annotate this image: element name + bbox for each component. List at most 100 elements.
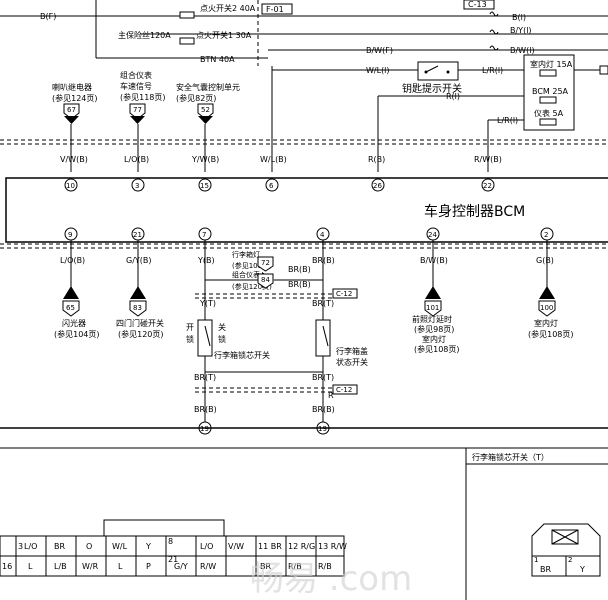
panel-title: 行李箱锁芯开关（T） [472, 452, 549, 462]
cell: G/Y [174, 562, 188, 571]
upper-pin-group: 喇叭继电器 (参见124页) 组合仪表 车速信号 (参见118页) 安全气囊控制… [0, 70, 608, 192]
main-fuse-label: 主保险丝 [118, 30, 150, 40]
c12-label: C-12 [336, 290, 352, 298]
ref-hex: 84 [257, 273, 274, 289]
conn-pin: 1 [534, 556, 538, 564]
fuse-icon [539, 96, 557, 104]
mid-text: BR(T) [312, 299, 334, 308]
grid-cells [15, 536, 317, 576]
fuse-icon [179, 11, 195, 19]
fuse-ign1-label: 点火开关1 30A [196, 30, 252, 40]
ref-hex: 72 [257, 256, 274, 272]
cell: 13 R/W [318, 542, 347, 551]
bwl-label: B/W(l) [510, 46, 535, 55]
svg-text:65: 65 [66, 304, 75, 312]
mid-text: BR(B) [194, 405, 217, 414]
svg-text:15: 15 [200, 182, 209, 190]
cell: P [146, 562, 151, 571]
lr2-label: L/R(l) [497, 116, 518, 125]
mid-text: 状态开关 [336, 357, 368, 367]
key-switch-box [417, 61, 459, 81]
main-fuse-amp: 120A [150, 31, 171, 40]
mid-text: (参见108页) [232, 261, 272, 270]
cell: V/W [228, 542, 244, 551]
trunk-switch-area: 行李箱灯 (参见108页) 组合仪表 (参见120页) 72 84 BR(B) … [0, 250, 608, 435]
cell: W/R [82, 562, 99, 571]
top-power-section: B(F) 点火开关2 40A 点火开关1 30A 主保险丝 120A BTN 4… [0, 0, 608, 66]
cell: Y [145, 542, 151, 551]
lower-pin-group: 9 21 7 4 24 2 L/O(B) G/Y(B) Y(B) BR(B) B… [0, 227, 608, 354]
svg-text:21: 21 [133, 231, 142, 239]
key-switch-label: 钥匙提示开关 [402, 82, 462, 95]
lower-wire: B/W(B) [420, 256, 448, 265]
ref-hex: 77 [129, 103, 146, 124]
bl-label: B(l) [512, 13, 526, 22]
svg-text:19: 19 [318, 425, 327, 433]
cell: L/O [200, 542, 213, 551]
upper-desc: 安全气囊控制单元 [176, 82, 240, 92]
svg-text:24: 24 [428, 231, 437, 239]
conn-wire: BR [540, 565, 551, 574]
mid-text: 开 [186, 323, 194, 332]
mid-text: 组合仪表 [232, 270, 260, 279]
cell: 12 R/G [288, 542, 315, 551]
cell: 3 [18, 542, 23, 551]
svg-text:83: 83 [133, 304, 142, 312]
lower-wire: L/O(B) [60, 256, 85, 265]
cell: L [28, 562, 33, 571]
cell: L/O [24, 542, 37, 551]
lower-desc: (参见98页) [414, 324, 454, 334]
mid-text: BR(T) [312, 373, 334, 382]
trunk-lock-switch [197, 319, 213, 357]
svg-text:2: 2 [544, 231, 548, 239]
bwf-label: B/W(F) [366, 46, 393, 55]
svg-text:101: 101 [426, 304, 439, 312]
lower-desc: (参见108页) [528, 329, 574, 339]
lower-desc: 四门门碰开关 [116, 318, 164, 328]
watermark: 畅易 .com [250, 559, 412, 599]
mid-text: BR(B) [288, 280, 311, 289]
splice-marks [489, 11, 499, 51]
cell: 11 BR [258, 542, 282, 551]
cell: BR [260, 562, 271, 571]
upper-pin-circles: 10 3 15 6 26 22 [64, 178, 495, 192]
trunk-lid-switch [315, 319, 331, 357]
cell: 21 [168, 555, 178, 564]
f01-label: F-01 [266, 5, 284, 14]
upper-wire: Y/W(B) [191, 155, 219, 164]
upper-desc: 车速信号 [120, 81, 152, 91]
lower-desc: 室内灯 [534, 318, 558, 328]
svg-text:3: 3 [135, 182, 139, 190]
fuse-panel [523, 54, 575, 131]
mid-text: BR(B) [312, 405, 335, 414]
lower-desc: (参见108页) [414, 344, 460, 354]
upper-wire: R(B) [368, 155, 385, 164]
lower-desc: 前照灯延时 [412, 314, 452, 324]
lower-wire: Y(B) [197, 256, 215, 265]
upper-desc: 组合仪表 [120, 70, 152, 80]
mid-text: Y(T) [199, 299, 216, 308]
connector-panel: 行李箱锁芯开关（T） 3 L/O BR O W/L Y 8 L/O V/W 11… [0, 447, 608, 600]
fuse-icon [539, 69, 557, 77]
lower-wire: G(B) [536, 256, 554, 265]
room-fuse-label: 室内灯 15A [530, 59, 573, 69]
lr-label: L/R(l) [482, 66, 503, 75]
mid-text: 行李箱灯 [232, 250, 260, 259]
ref-hex: 52 [197, 103, 214, 124]
cell: 8 [168, 537, 173, 546]
svg-text:7: 7 [202, 231, 206, 239]
cell: R/W [200, 562, 216, 571]
c13-tag [463, 0, 495, 10]
fuse-icon [539, 118, 557, 126]
upper-desc: (参见118页) [120, 92, 166, 102]
ref-hex: 83 [129, 286, 147, 317]
ref-hex: 65 [62, 286, 80, 317]
upper-wire: W/L(B) [260, 155, 287, 164]
upper-wire: L/O(B) [124, 155, 149, 164]
upper-desc: 喇叭继电器 [52, 82, 92, 92]
svg-text:10: 10 [66, 182, 75, 190]
mid-text: (参见120页) [232, 282, 272, 291]
bcm-fuse-label: BCM 25A [532, 87, 569, 96]
cell: BR [54, 542, 65, 551]
